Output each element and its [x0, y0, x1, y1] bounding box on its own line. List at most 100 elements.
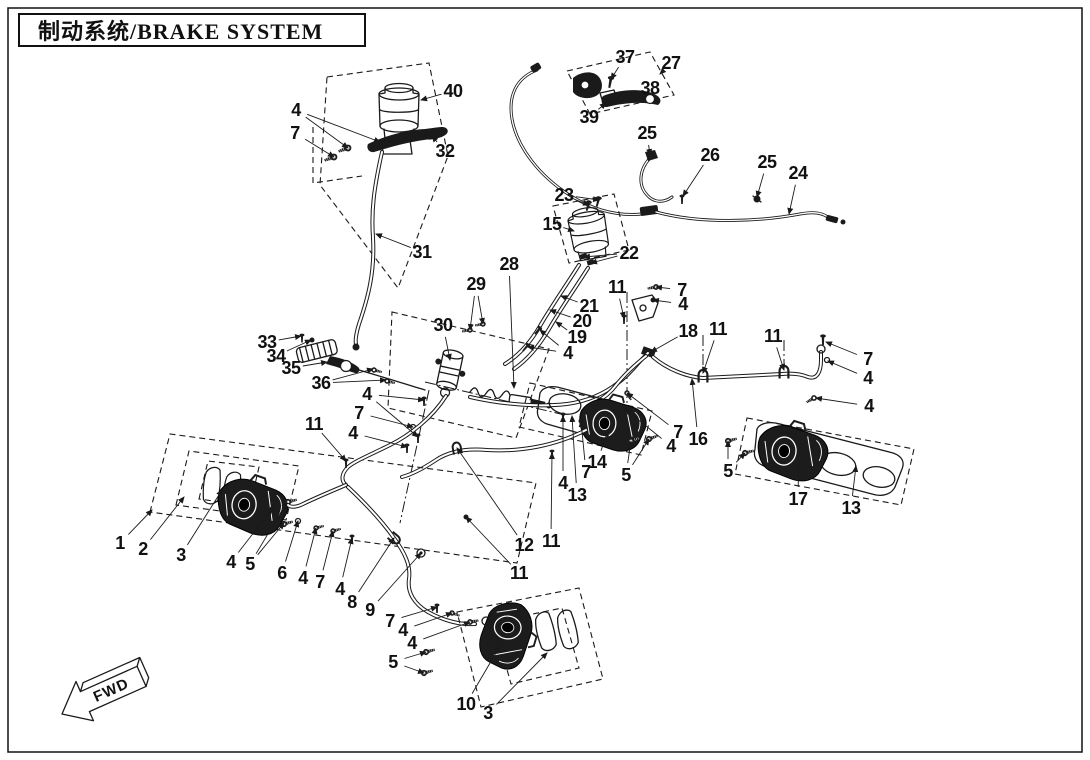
leader-line — [590, 255, 618, 265]
leader-line — [600, 430, 609, 451]
leader-line — [652, 297, 672, 304]
leader-line — [563, 226, 575, 233]
callout-10: 10 — [456, 694, 476, 714]
brake-pedal-group — [295, 333, 430, 524]
leader-line — [815, 395, 858, 405]
callout-20: 20 — [572, 311, 592, 331]
callout-29: 29 — [466, 274, 486, 294]
junction-bracket — [631, 294, 659, 322]
callout-2: 2 — [138, 539, 148, 559]
leader-line — [150, 496, 185, 540]
master-cylinder-body — [381, 139, 413, 155]
rear-reservoir-group — [503, 193, 630, 371]
callout-32: 32 — [435, 141, 455, 161]
washer — [823, 356, 831, 364]
callout-4: 4 — [348, 423, 358, 443]
callout-11: 11 — [542, 531, 561, 551]
callout-27: 27 — [661, 53, 681, 73]
bolt-icon — [804, 393, 819, 405]
callout-13: 13 — [567, 485, 587, 505]
callout-11: 11 — [608, 277, 627, 297]
banjo-fitting — [816, 344, 826, 354]
callout-34: 34 — [266, 346, 286, 366]
bolt-icon — [461, 326, 474, 335]
callout-24: 24 — [788, 163, 808, 183]
callout-11: 11 — [305, 414, 324, 434]
pedal-pad — [295, 339, 338, 363]
leader-line — [364, 435, 408, 449]
callout-11: 11 — [764, 326, 783, 346]
brake-line-junction-group — [468, 283, 831, 425]
callout-4: 4 — [335, 579, 345, 599]
cable-equalizer — [639, 205, 659, 216]
callout-4: 4 — [362, 384, 372, 404]
leader-line — [477, 295, 485, 325]
leader-line — [404, 665, 425, 674]
callout-5: 5 — [388, 652, 398, 672]
callout-9: 9 — [365, 600, 375, 620]
callout-16: 16 — [688, 429, 708, 449]
callout-39: 39 — [579, 107, 599, 127]
leader-line — [255, 501, 288, 554]
brake-hose — [401, 429, 587, 478]
callout-4: 4 — [678, 294, 688, 314]
callout-5: 5 — [245, 554, 255, 574]
leader-line — [375, 233, 411, 249]
leader-line — [423, 621, 471, 640]
leader-line — [305, 527, 318, 567]
callout-4: 4 — [864, 396, 874, 416]
bottom-caliper-group — [456, 587, 604, 708]
leader-line — [569, 415, 577, 484]
lever-pivot-plate — [599, 89, 619, 107]
leader-line — [755, 173, 765, 198]
leader-line — [655, 284, 671, 291]
leader-line — [702, 340, 715, 374]
callout-31: 31 — [412, 242, 432, 262]
leader-line — [342, 537, 354, 578]
leader-line — [560, 295, 578, 303]
brake-hose — [287, 484, 347, 508]
cable-branch — [640, 157, 673, 202]
leader-line — [257, 522, 285, 556]
hose-end-fitting — [352, 343, 360, 351]
callout-40: 40 — [443, 81, 463, 101]
leader-line — [575, 196, 600, 203]
callout-7: 7 — [290, 123, 300, 143]
callout-4: 4 — [563, 343, 573, 363]
leader-line — [471, 645, 501, 694]
callout-7: 7 — [354, 403, 364, 423]
leader-line — [598, 102, 607, 110]
callout-30: 30 — [433, 315, 453, 335]
leader-line — [787, 184, 796, 215]
leader-line — [549, 309, 571, 318]
leader-line — [548, 452, 555, 530]
callout-17: 17 — [788, 489, 808, 509]
callout-7: 7 — [315, 572, 325, 592]
callout-28: 28 — [499, 254, 519, 274]
callout-22: 22 — [619, 243, 639, 263]
leader-line — [467, 295, 475, 331]
screw-icon — [606, 75, 615, 89]
callout-35: 35 — [281, 358, 301, 378]
caliper-bracket-plate — [753, 422, 904, 496]
leader-line — [633, 91, 641, 98]
pedal-boss — [339, 359, 353, 373]
brake-hose — [341, 395, 447, 486]
bracket-stud — [593, 75, 599, 81]
brake-pipe-rear — [652, 351, 822, 380]
brake-pipe — [595, 355, 647, 403]
callout-37: 37 — [615, 47, 635, 67]
leader-line — [456, 447, 518, 536]
leader-line — [659, 67, 667, 75]
rear-caliper-group — [518, 382, 659, 456]
leader-line — [420, 93, 442, 102]
leader-line — [851, 465, 859, 497]
group-outline — [319, 62, 449, 290]
callout-11: 11 — [709, 319, 728, 339]
cable-end-fitting — [530, 62, 542, 73]
leader-line — [358, 537, 395, 593]
bolt-icon — [623, 389, 634, 402]
callout-36: 36 — [311, 373, 331, 393]
bolt-icon — [329, 526, 342, 535]
